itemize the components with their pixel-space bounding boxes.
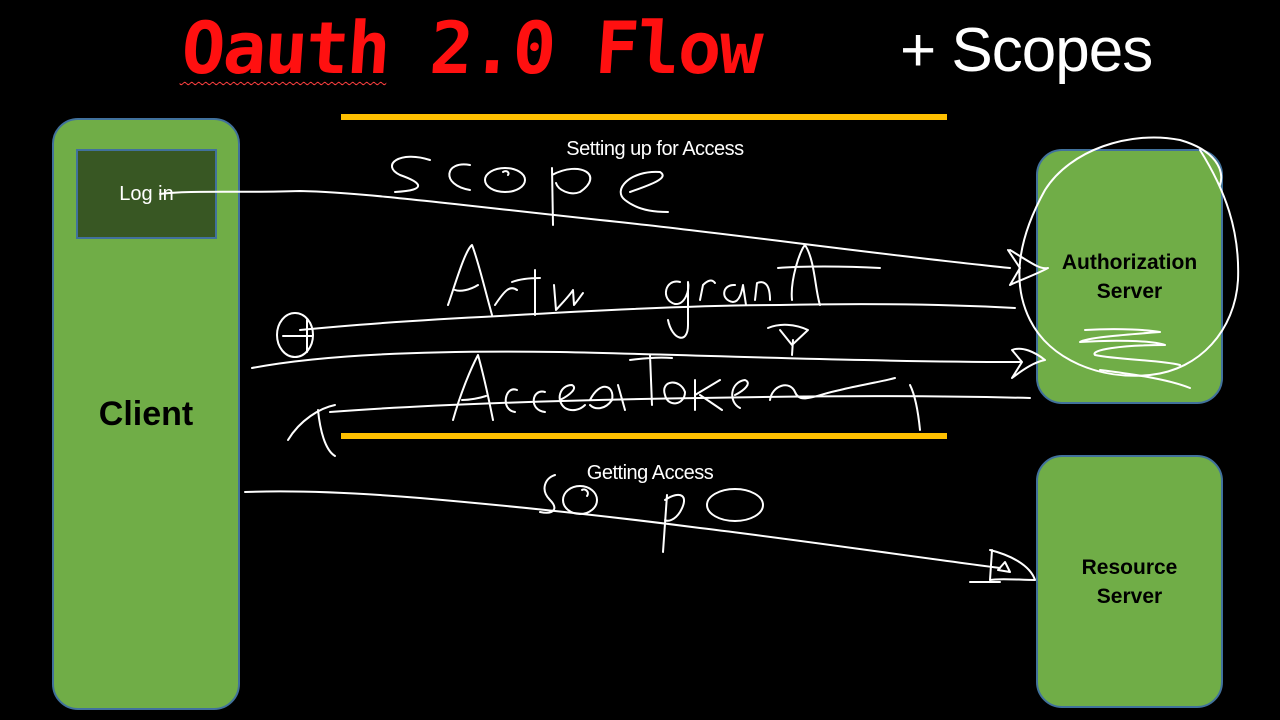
- authorization-server-label: Authorization Server: [1062, 248, 1197, 306]
- authorization-server-label-line1: Authorization: [1061, 250, 1198, 274]
- access-token-handwriting: [452, 354, 921, 431]
- title-oauth-word: Oauth: [179, 6, 392, 90]
- arrow-access-token-to-client: [329, 395, 1031, 413]
- circle-arrowhead-client: [276, 312, 314, 358]
- authorization-server-label-line2: Server: [1096, 279, 1163, 303]
- client-label: Client: [98, 395, 194, 433]
- login-button[interactable]: Log in: [76, 149, 217, 239]
- divider-top: [341, 114, 947, 120]
- section-label-setup: Setting up for Access: [566, 138, 744, 160]
- scope-bottom-handwriting: [539, 474, 764, 553]
- title-rest: 2.0 Flow: [427, 6, 764, 90]
- slide-title: Oauth 2.0 Flow: [179, 6, 764, 90]
- divider-middle: [341, 433, 947, 439]
- arrowhead-client-2: [287, 404, 336, 457]
- resource-server-label-line2: Server: [1096, 584, 1163, 608]
- resource-server-box: Resource Server: [1036, 455, 1223, 708]
- resource-server-label: Resource Server: [1082, 553, 1178, 611]
- arrow-client-to-auth-server: [251, 350, 1021, 369]
- arrow-auth-grant-to-client: [299, 303, 1016, 331]
- small-arrow-marker: [767, 323, 809, 356]
- arrow-login-to-auth-server: [159, 190, 1011, 269]
- resource-server-label-line1: Resource: [1081, 555, 1178, 579]
- auth-grant-handwriting: [447, 244, 881, 339]
- scope-top-handwriting: [391, 155, 669, 226]
- authorization-server-box: Authorization Server: [1036, 149, 1223, 404]
- slide-title-suffix: + Scopes: [900, 16, 1153, 85]
- arrow-client-to-resource-server: [244, 490, 1001, 569]
- section-label-getting-access: Getting Access: [586, 462, 714, 484]
- arrowhead-resource-server: [969, 549, 1036, 583]
